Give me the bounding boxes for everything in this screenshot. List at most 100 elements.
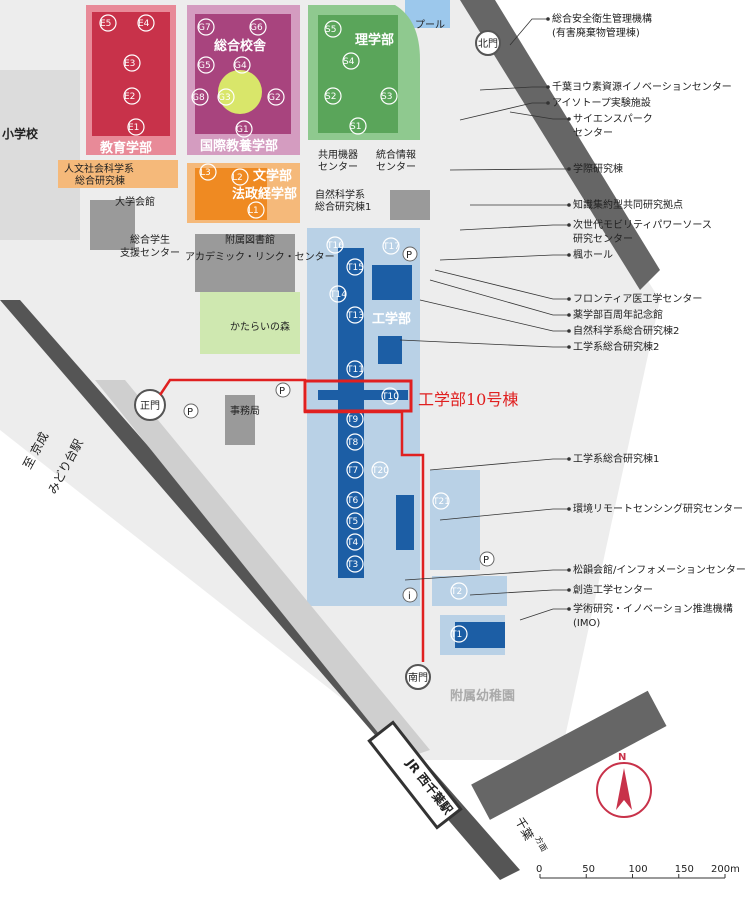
callout-label: 工学系総合研究棟1 — [573, 452, 659, 465]
callout-dot — [567, 329, 571, 333]
parking-icon — [402, 246, 418, 262]
callout-label: サイエンスパーク — [573, 113, 653, 125]
callout-line — [459, 102, 548, 121]
callout-dot — [567, 568, 571, 572]
letters-label: 文学部 — [253, 168, 292, 184]
parking-icon — [479, 551, 495, 567]
univ-hall-label: 大学会館 — [115, 195, 155, 208]
building-code-label: G5 — [198, 61, 211, 71]
north-road — [460, 0, 660, 290]
south-gate-label: 南門 — [408, 671, 428, 684]
building-code-badge — [346, 555, 364, 573]
callout-dot — [567, 588, 571, 592]
callout-label: 創造工学センター — [573, 583, 653, 596]
building-code-badge — [381, 387, 399, 405]
callout-dot — [567, 117, 571, 121]
building-code-label: S3 — [381, 92, 392, 102]
library-label-1: 附属図書館 — [225, 233, 275, 246]
building-code-label: E1 — [128, 123, 139, 133]
callout-line — [519, 608, 569, 621]
building-code-badge — [324, 87, 342, 105]
building-code-label: G6 — [250, 23, 263, 33]
callout-label: 自然科学系総合研究棟2 — [573, 324, 679, 337]
callout-dot — [546, 85, 550, 89]
callout-line — [439, 508, 569, 521]
callout-line — [434, 269, 569, 300]
building-code-label: T6 — [346, 496, 358, 506]
building-code-label: T14 — [329, 290, 347, 300]
t2-zone — [432, 576, 507, 606]
humanities-research-label-2: 総合研究棟 — [75, 174, 125, 187]
parking-label: P — [279, 386, 285, 397]
liberal-arts-courtyard — [218, 70, 262, 114]
scale-tick-label: 50 — [582, 864, 595, 875]
building-code-label: G4 — [234, 61, 247, 71]
engineering-block-2 — [378, 336, 402, 364]
callout-label: 薬学部百周年記念館 — [573, 308, 663, 321]
callout-dot — [546, 17, 550, 21]
building-code-badge — [450, 582, 468, 600]
callout-line — [439, 254, 569, 261]
scale-tick-label: 200m — [711, 864, 740, 875]
building-code-badge — [324, 20, 342, 38]
building-code-badge — [233, 56, 251, 74]
humanities-research-label-1: 人文社会科学系 — [64, 162, 134, 175]
callout-dot — [567, 507, 571, 511]
station-box — [367, 720, 463, 830]
humanities-research-zone — [58, 160, 178, 188]
building-code-badge — [346, 533, 364, 551]
callout-label: 学際研究棟 — [573, 162, 623, 175]
building-code-label: S5 — [325, 25, 336, 35]
info-label: i — [408, 591, 411, 602]
callout-label: 環境リモートセンシング研究センター — [573, 502, 743, 515]
parking-label: P — [483, 555, 489, 566]
natsci-1-label-1: 自然科学系 — [315, 188, 365, 201]
callout-line — [509, 18, 548, 46]
building-code-badge — [329, 285, 347, 303]
forest-label: かたらいの森 — [230, 320, 290, 333]
engineering-research-1 — [396, 495, 414, 550]
callout-line — [449, 168, 569, 171]
building-code-badge — [249, 18, 267, 36]
liberal-arts-label: 国際教養学部 — [200, 138, 278, 154]
engineering-block-main — [372, 265, 412, 300]
callout-label: 工学系総合研究棟2 — [573, 340, 659, 353]
education-label: 教育学部 — [99, 140, 152, 156]
main-gate-label: 正門 — [140, 400, 160, 412]
building-code-label: G1 — [236, 125, 249, 135]
callout-line — [404, 569, 569, 581]
callout-label: 楓ホール — [573, 248, 613, 261]
highlight-label: 工学部10号棟 — [418, 390, 518, 409]
building-code-badge — [380, 87, 398, 105]
building-code-label: T15 — [346, 263, 364, 273]
building-code-badge — [371, 461, 389, 479]
callout-line — [479, 86, 548, 91]
building-code-badge — [267, 88, 285, 106]
pool — [405, 0, 450, 28]
north-gate-icon — [475, 30, 501, 56]
callout-line — [509, 111, 569, 120]
building-code-label: T4 — [346, 538, 358, 548]
building-code-label: S2 — [325, 92, 336, 102]
building-code-badge — [326, 236, 344, 254]
building-code-label: E3 — [124, 59, 135, 69]
science-label: 理学部 — [355, 32, 394, 48]
callout-line — [419, 299, 569, 332]
building-code-label: G8 — [192, 93, 205, 103]
parking-label: P — [406, 250, 412, 261]
building-code-label: G2 — [268, 93, 281, 103]
building-code-badge — [137, 14, 155, 32]
info-center-label-2: センター — [376, 161, 416, 173]
building-code-label: T3 — [346, 560, 358, 570]
building-code-badge — [346, 491, 364, 509]
parking-label: P — [187, 407, 193, 418]
building-code-label: T5 — [346, 517, 358, 527]
callout-label: 研究センター — [573, 232, 633, 245]
building-code-badge — [235, 120, 253, 138]
callout-label: (IMO) — [573, 618, 600, 629]
building-code-label: L3 — [200, 168, 211, 178]
building-code-badge — [197, 56, 215, 74]
admin-building — [225, 395, 255, 445]
